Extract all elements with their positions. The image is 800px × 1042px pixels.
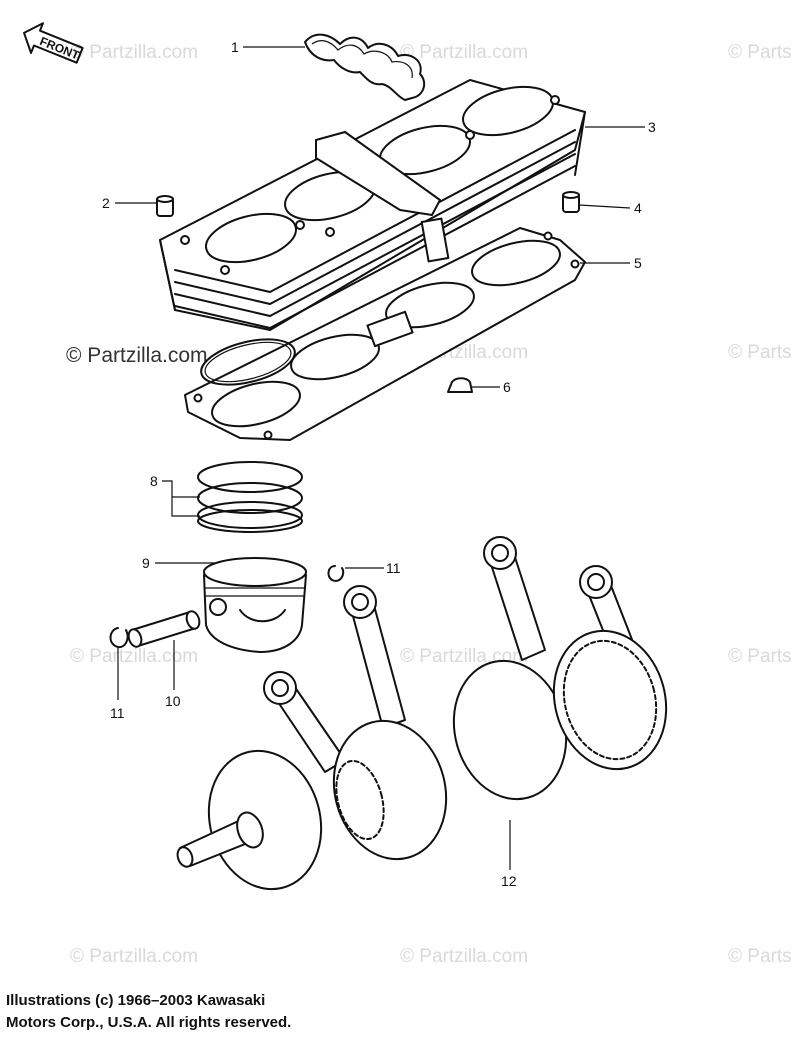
front-arrow-icon: FRONT [23, 22, 84, 64]
watermark: © Parts [728, 342, 792, 363]
callout-12: 12 [501, 873, 517, 889]
part-4-dowel [562, 191, 580, 213]
part-11-circlip-left [109, 627, 129, 649]
watermark: © Partzilla.com [70, 42, 198, 63]
callout-8: 8 [150, 473, 158, 489]
copyright-footer: Illustrations (c) 1966–2003 Kawasaki Mot… [6, 990, 606, 1034]
leader-lines [115, 46, 645, 870]
callout-5: 5 [634, 255, 642, 271]
callout-6: 6 [503, 379, 511, 395]
part-8-piston-rings [197, 461, 303, 533]
o-ring [200, 338, 296, 386]
part-12-crankshaft [176, 536, 668, 891]
callout-2: 2 [102, 195, 110, 211]
callout-11: 11 [386, 560, 401, 576]
watermark: © Partzilla.com [400, 946, 528, 967]
part-6-cap [447, 377, 473, 393]
watermark: © Parts [728, 946, 792, 967]
callout-10: 10 [165, 693, 181, 709]
watermark: © Parts [728, 646, 792, 667]
part-9-piston [203, 557, 307, 653]
watermark: © Partzilla.com [400, 42, 528, 63]
callout-4: 4 [634, 200, 642, 216]
part-10-piston-pin [127, 610, 201, 648]
watermark: © Partzilla.com [70, 646, 198, 667]
callouts: 1 2 3 4 5 6 8 9 11 11 10 12 [102, 39, 656, 889]
part-2-dowel [156, 195, 174, 217]
callout-9: 9 [142, 555, 150, 571]
watermark: © Parts [728, 42, 792, 63]
part-11-circlip-right [327, 565, 345, 582]
copyright-line-2: Motors Corp., U.S.A. All rights reserved… [6, 1014, 292, 1031]
callout-1: 1 [231, 39, 239, 55]
watermark: © Partzilla.com [70, 946, 198, 967]
part-5-base-gasket [184, 227, 586, 441]
copyright-line-1: Illustrations (c) 1966–2003 Kawasaki [6, 992, 266, 1009]
callout-11: 11 [110, 705, 125, 721]
watermark-main: © Partzilla.com [66, 344, 208, 367]
part-1-gasket [304, 33, 426, 101]
callout-3: 3 [648, 119, 656, 135]
part-3-cylinder-block [159, 79, 586, 331]
